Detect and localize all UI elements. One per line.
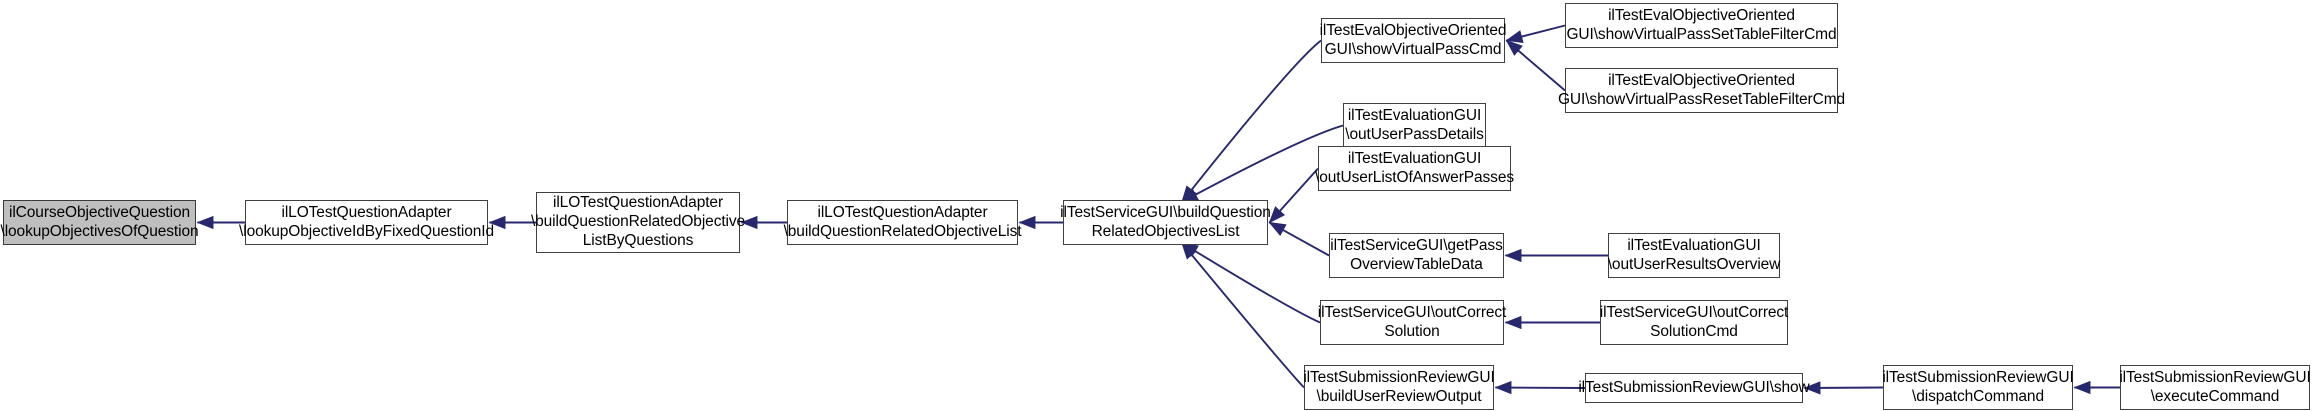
graph-node[interactable]: ilTestEvaluationGUI \outUserPassDetails [1343,103,1486,148]
graph-node[interactable]: ilTestServiceGUI\outCorrect Solution [1317,300,1507,345]
graph-node-label: ilTestEvaluationGUI \outUserResultsOverv… [1607,236,1781,273]
graph-node-label: ilTestEvalObjectiveOriented GUI\showVirt… [1319,21,1507,58]
graph-node-label: ilTestServiceGUI\buildQuestion RelatedOb… [1060,203,1271,240]
graph-node[interactable]: ilTestServiceGUI\getPass OverviewTableDa… [1329,233,1504,278]
graph-edge [1180,242,1321,324]
graph-edge [1803,381,1884,395]
graph-node[interactable]: ilTestSubmissionReviewGUI\show [1578,373,1810,403]
graph-node-label: ilTestSubmissionReviewGUI\show [1578,378,1810,396]
graph-node[interactable]: ilTestSubmissionReviewGUI \executeComman… [2119,365,2311,410]
graph-node[interactable]: ilTestEvaluationGUI \outUserResultsOverv… [1608,233,1780,278]
graph-edge [1505,39,1566,92]
graph-node[interactable]: ilTestSubmissionReviewGUI \dispatchComma… [1882,365,2074,410]
graph-node[interactable]: ilLOTestQuestionAdapter \buildQuestionRe… [784,200,1022,245]
graph-node-label: ilLOTestQuestionAdapter \lookupObjective… [239,203,494,240]
graph-node-label: ilTestEvaluationGUI \outUserPassDetails [1345,106,1484,143]
graph-node[interactable]: ilTestServiceGUI\buildQuestion RelatedOb… [1060,200,1271,245]
graph-node-label: ilCourseObjectiveQuestion \lookupObjecti… [0,203,199,240]
graph-node-label: ilLOTestQuestionAdapter \buildQuestionRe… [783,203,1022,240]
graph-edge [1505,24,1566,43]
graph-node[interactable]: ilTestEvalObjectiveOriented GUI\showVirt… [1558,68,1845,113]
graph-node[interactable]: ilTestServiceGUI\outCorrect SolutionCmd [1600,300,1788,345]
graph-node-label: ilTestSubmissionReviewGUI \buildUserRevi… [1303,368,1495,405]
graph-edge [1268,221,1330,257]
graph-node[interactable]: ilTestSubmissionReviewGUI \buildUserRevi… [1303,365,1495,410]
graph-node-label: ilTestServiceGUI\outCorrect Solution [1317,303,1507,340]
graph-node[interactable]: ilCourseObjectiveQuestion \lookupObjecti… [0,200,199,245]
graph-node[interactable]: ilTestEvalObjectiveOriented GUI\showVirt… [1565,3,1838,48]
graph-edge [1181,39,1322,203]
graph-node-label: ilTestSubmissionReviewGUI \executeComman… [2119,368,2311,405]
graph-node[interactable]: ilLOTestQuestionAdapter \buildQuestionRe… [531,192,745,253]
graph-node-label: ilTestEvalObjectiveOriented GUI\showVirt… [1557,71,1846,108]
graph-edge [1181,242,1305,389]
graph-node[interactable]: ilTestEvaluationGUI \outUserListOfAnswer… [1315,146,1514,191]
graph-node-label: ilTestSubmissionReviewGUI \dispatchComma… [1882,368,2074,405]
graph-node-label: ilTestServiceGUI\getPass OverviewTableDa… [1330,236,1503,273]
graph-node[interactable]: ilTestEvalObjectiveOriented GUI\showVirt… [1319,18,1507,63]
graph-node-label: ilTestEvaluationGUI \outUserListOfAnswer… [1315,149,1514,186]
graph-edge [1268,167,1319,224]
graph-node-label: ilTestEvalObjectiveOriented GUI\showVirt… [1566,6,1837,43]
graph-node-label: ilLOTestQuestionAdapter \buildQuestionRe… [530,194,746,249]
graph-node-label: ilTestServiceGUI\outCorrect SolutionCmd [1599,303,1789,340]
graph-edge [1494,380,1586,395]
graph-node[interactable]: ilLOTestQuestionAdapter \lookupObjective… [239,200,494,245]
